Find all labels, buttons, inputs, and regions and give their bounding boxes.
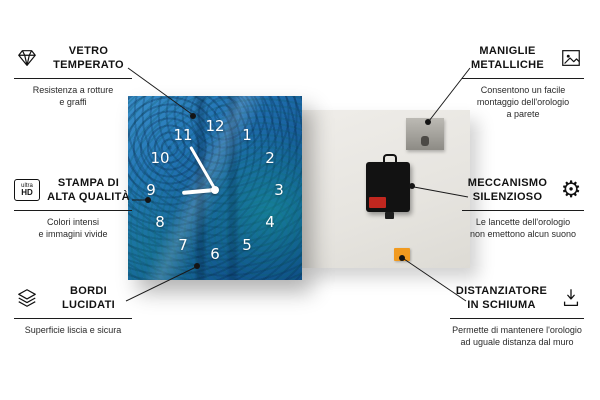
mechanism-knob: [385, 212, 394, 219]
clock-number-4: 4: [265, 213, 275, 231]
callout-subtitle: Colori intensi e immagini vivide: [38, 216, 108, 239]
callout-distanziatore-schiuma: DISTANZIATORE IN SCHIUMA Permette di man…: [450, 284, 584, 348]
callout-stampa-alta-qualita: ultra HD STAMPA DI ALTA QUALITÀ Colori i…: [14, 176, 132, 240]
gear-icon: ⚙: [560, 176, 582, 203]
clock-number-1: 1: [242, 126, 252, 144]
clock-number-10: 10: [150, 149, 170, 167]
callout-title: STAMPA DI ALTA QUALITÀ: [47, 177, 130, 204]
clock-number-6: 6: [210, 245, 220, 263]
callout-header: VETRO TEMPERATO: [14, 44, 132, 79]
callout-title: MECCANISMO SILENZIOSO: [467, 177, 548, 204]
foam-spacer: [394, 248, 410, 261]
clock-number-3: 3: [274, 181, 284, 199]
diamond-icon: [14, 45, 40, 71]
clock-number-2: 2: [265, 149, 275, 167]
hands-center-cap: [211, 186, 219, 194]
hanger-slot: [421, 136, 429, 146]
callout-subtitle: Permette di mantenere l'orologio ad ugua…: [452, 324, 582, 347]
callout-header: ultra HD STAMPA DI ALTA QUALITÀ: [14, 176, 132, 211]
callout-title: DISTANZIATORE IN SCHIUMA: [455, 285, 548, 312]
layers-icon: [14, 285, 40, 311]
clock-number-12: 12: [205, 117, 225, 135]
clock-number-8: 8: [155, 213, 165, 231]
clock-number-11: 11: [173, 126, 193, 144]
clock-front-face: 12 1 2 3 4 5 6 7 8 9 10 11: [128, 96, 302, 280]
callout-subtitle: Resistenza a rotture e graffi: [32, 84, 114, 107]
arrow-down-spacer-icon: [558, 285, 584, 311]
callout-header: DISTANZIATORE IN SCHIUMA: [450, 284, 584, 319]
picture-frame-icon: [558, 45, 584, 71]
callout-subtitle: Le lancette dell'orologio non emettono a…: [469, 216, 577, 239]
ultra-hd-icon: ultra HD: [14, 177, 40, 203]
callout-title: VETRO TEMPERATO: [53, 45, 124, 72]
callout-subtitle: Consentono un facile montaggio dell'orol…: [476, 84, 570, 119]
clock-number-7: 7: [178, 236, 188, 254]
callout-subtitle: Superficie liscia e sicura: [24, 324, 122, 335]
callout-header: MANIGLIE METALLICHE: [462, 44, 584, 79]
callout-vetro-temperato: VETRO TEMPERATO Resistenza a rotture e g…: [14, 44, 132, 108]
callout-meccanismo-silenzioso: ⚙ MECCANISMO SILENZIOSO Le lancette dell…: [462, 176, 584, 240]
callout-title: BORDI LUCIDATI: [62, 285, 115, 312]
callout-title: MANIGLIE METALLICHE: [470, 45, 545, 72]
metal-hanger-plate: [406, 118, 444, 150]
callout-header: ⚙ MECCANISMO SILENZIOSO: [462, 176, 584, 211]
callout-bordi-lucidati: BORDI LUCIDATI Superficie liscia e sicur…: [14, 284, 132, 336]
clock-number-5: 5: [242, 236, 252, 254]
clock-number-9: 9: [146, 181, 156, 199]
callout-maniglie-metalliche: MANIGLIE METALLICHE Consentono un facile…: [462, 44, 584, 120]
clock-mechanism: [366, 154, 410, 219]
clock-back-panel: [302, 110, 470, 268]
callout-header: BORDI LUCIDATI: [14, 284, 132, 319]
mechanism-hook: [383, 154, 397, 165]
battery: [369, 197, 386, 208]
